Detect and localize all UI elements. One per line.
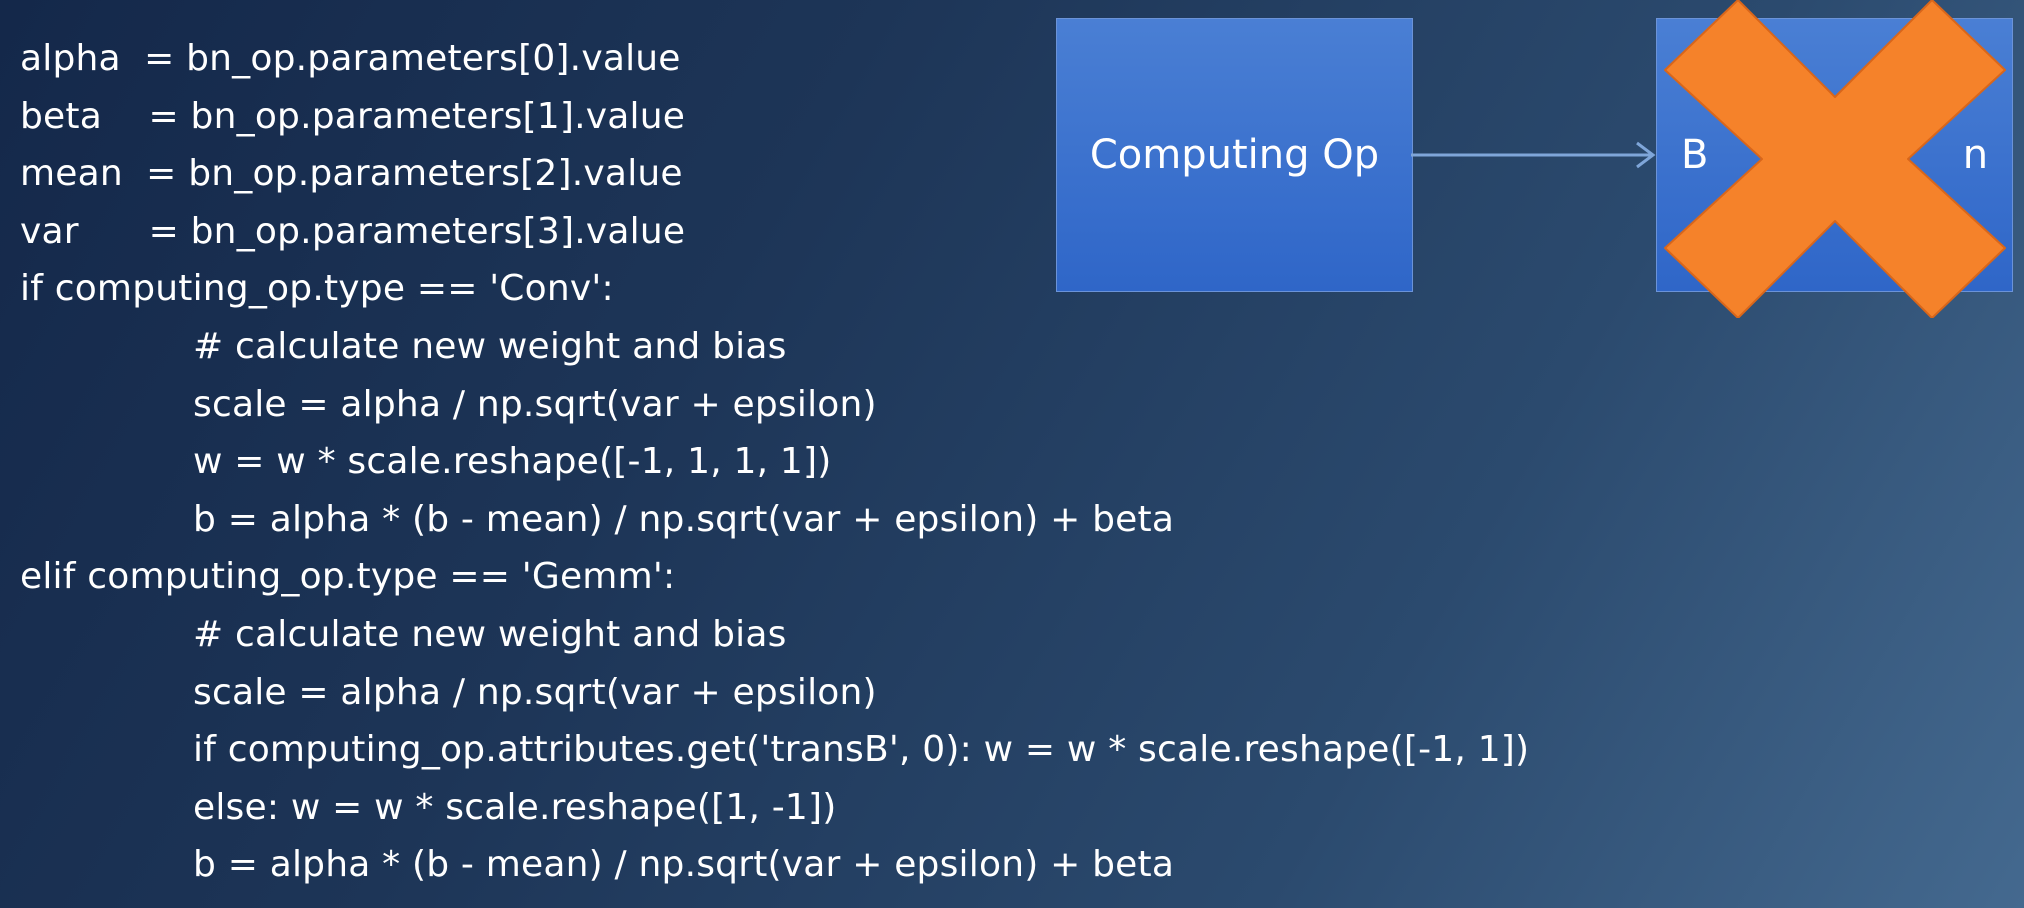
code-line: mean = bn_op.parameters[2].value xyxy=(20,153,683,195)
computing-op-box: Computing Op xyxy=(1056,18,1413,292)
cross-mark-shape xyxy=(1664,0,2006,318)
arrow-connector xyxy=(1411,141,1656,169)
code-line: alpha = bn_op.parameters[0].value xyxy=(20,38,681,79)
code-line: # calculate new weight and bias xyxy=(193,613,787,655)
batchnorm-op-label: B n xyxy=(1681,132,1988,178)
code-line: # calculate new weight and bias xyxy=(193,325,787,367)
code-line: beta = bn_op.parameters[1].value xyxy=(20,95,686,137)
code-line: if computing_op.attributes.get('transB',… xyxy=(193,729,1530,771)
code-line: b = alpha * (b - mean) / np.sqrt(var + e… xyxy=(193,498,1175,540)
code-line: if computing_op.type == 'Conv': xyxy=(20,268,614,310)
code-line: w = w * scale.reshape([-1, 1, 1, 1]) xyxy=(193,441,832,483)
arrow-head xyxy=(1636,141,1656,169)
code-line: else: w = w * scale.reshape([1, -1]) xyxy=(193,786,837,828)
code-line: var = bn_op.parameters[3].value xyxy=(20,210,686,252)
code-line: b = alpha * (b - mean) / np.sqrt(var + e… xyxy=(193,844,1175,886)
code-line: elif computing_op.type == 'Gemm': xyxy=(20,556,676,598)
code-line: scale = alpha / np.sqrt(var + epsilon) xyxy=(193,671,877,713)
computing-op-label: Computing Op xyxy=(1089,132,1380,178)
cross-mark-icon xyxy=(1664,0,2006,318)
code-line: scale = alpha / np.sqrt(var + epsilon) xyxy=(193,383,877,425)
